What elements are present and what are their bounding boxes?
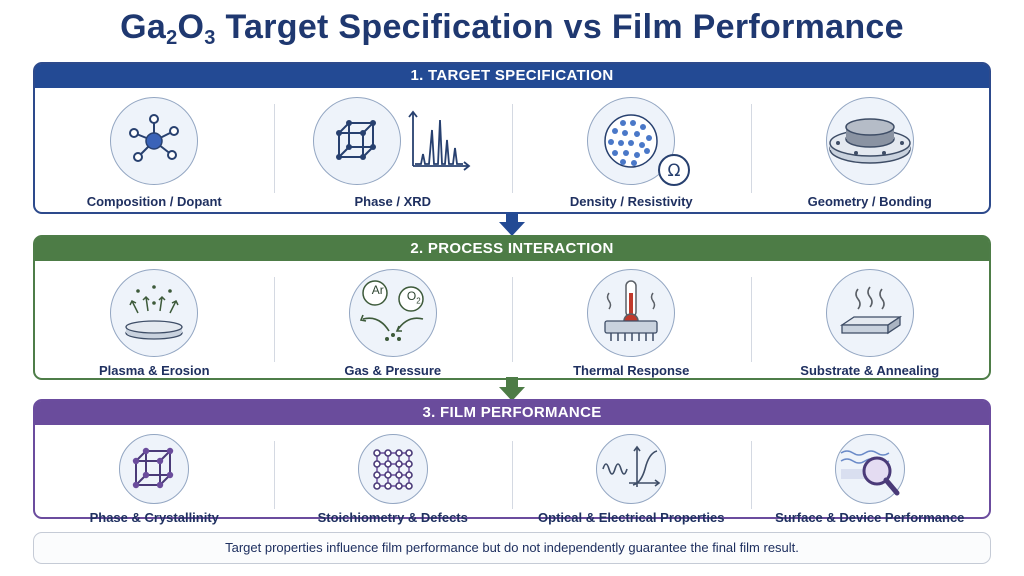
item-label: Phase & Crystallinity [89, 510, 219, 525]
flow-arrow-down-icon [499, 377, 525, 401]
substrate-heat-icon [825, 269, 914, 357]
item-composition-dopant: Composition / Dopant [35, 88, 274, 209]
molecule-icon [110, 97, 199, 185]
item-label: Density / Resistivity [569, 194, 693, 209]
item-surface-device: Surface & Device Performance [750, 425, 990, 525]
gas-pressure-icon: Ar O2 [348, 269, 437, 357]
item-phase-crystallinity: Phase & Crystallinity [35, 425, 274, 525]
item-label: Stoichiometry & Defects [317, 510, 468, 525]
item-substrate-annealing: Substrate & Annealing [750, 261, 990, 378]
thermometer-icon [587, 269, 676, 357]
item-label: Composition / Dopant [86, 194, 222, 209]
magnifier-surface-icon [834, 434, 905, 504]
section-process-interaction: 2. PROCESS INTERACTION [33, 235, 991, 380]
item-optical-electrical: Optical & Electrical Properties [512, 425, 751, 525]
oxygen-label: O2 [406, 289, 421, 306]
item-label: Thermal Response [573, 363, 690, 378]
item-label: Plasma & Erosion [98, 363, 210, 378]
argon-label: Ar [371, 283, 384, 297]
lattice-grid-icon [357, 434, 428, 504]
item-label: Geometry / Bonding [807, 194, 932, 209]
flow-arrow-down-icon [499, 212, 525, 236]
section-heading: 2. PROCESS INTERACTION [35, 237, 989, 261]
item-label: Surface & Device Performance [775, 510, 965, 525]
item-density-resistivity: Ω Density / Resistivity [512, 88, 751, 209]
svg-text:Ω: Ω [668, 161, 681, 181]
section-target-specification: 1. TARGET SPECIFICATION Compositio [33, 62, 991, 214]
crystal-lattice-icon [119, 434, 190, 504]
footer-note: Target properties influence film perform… [33, 532, 991, 564]
xrd-pattern-icon [408, 110, 471, 171]
plasma-erosion-icon [110, 269, 199, 357]
target-disc-icon [825, 97, 914, 185]
section-heading: 3. FILM PERFORMANCE [35, 401, 989, 425]
item-thermal-response: Thermal Response [512, 261, 751, 378]
item-label: Optical & Electrical Properties [538, 510, 725, 525]
item-label: Substrate & Annealing [800, 363, 940, 378]
item-label: Phase / XRD [354, 194, 432, 209]
page-title: Ga2O3 Target Specification vs Film Perfo… [120, 8, 904, 49]
item-stoichiometry-defects: Stoichiometry & Defects [273, 425, 513, 525]
ohm-icon: Ω [658, 154, 691, 186]
section-heading: 1. TARGET SPECIFICATION [35, 64, 989, 88]
item-gas-pressure: Ar O2 Gas & Pressure [273, 261, 513, 378]
item-phase-xrd: Phase / XRD [273, 88, 513, 209]
item-geometry-bonding: Geometry / Bonding [750, 88, 990, 209]
section-film-performance: 3. FILM PERFORMANCE Phase & Crystallinit… [33, 399, 991, 525]
crystal-cube-icon [312, 97, 401, 185]
wave-curve-icon [596, 434, 667, 504]
item-plasma-erosion: Plasma & Erosion [35, 261, 274, 378]
item-label: Gas & Pressure [344, 363, 442, 378]
